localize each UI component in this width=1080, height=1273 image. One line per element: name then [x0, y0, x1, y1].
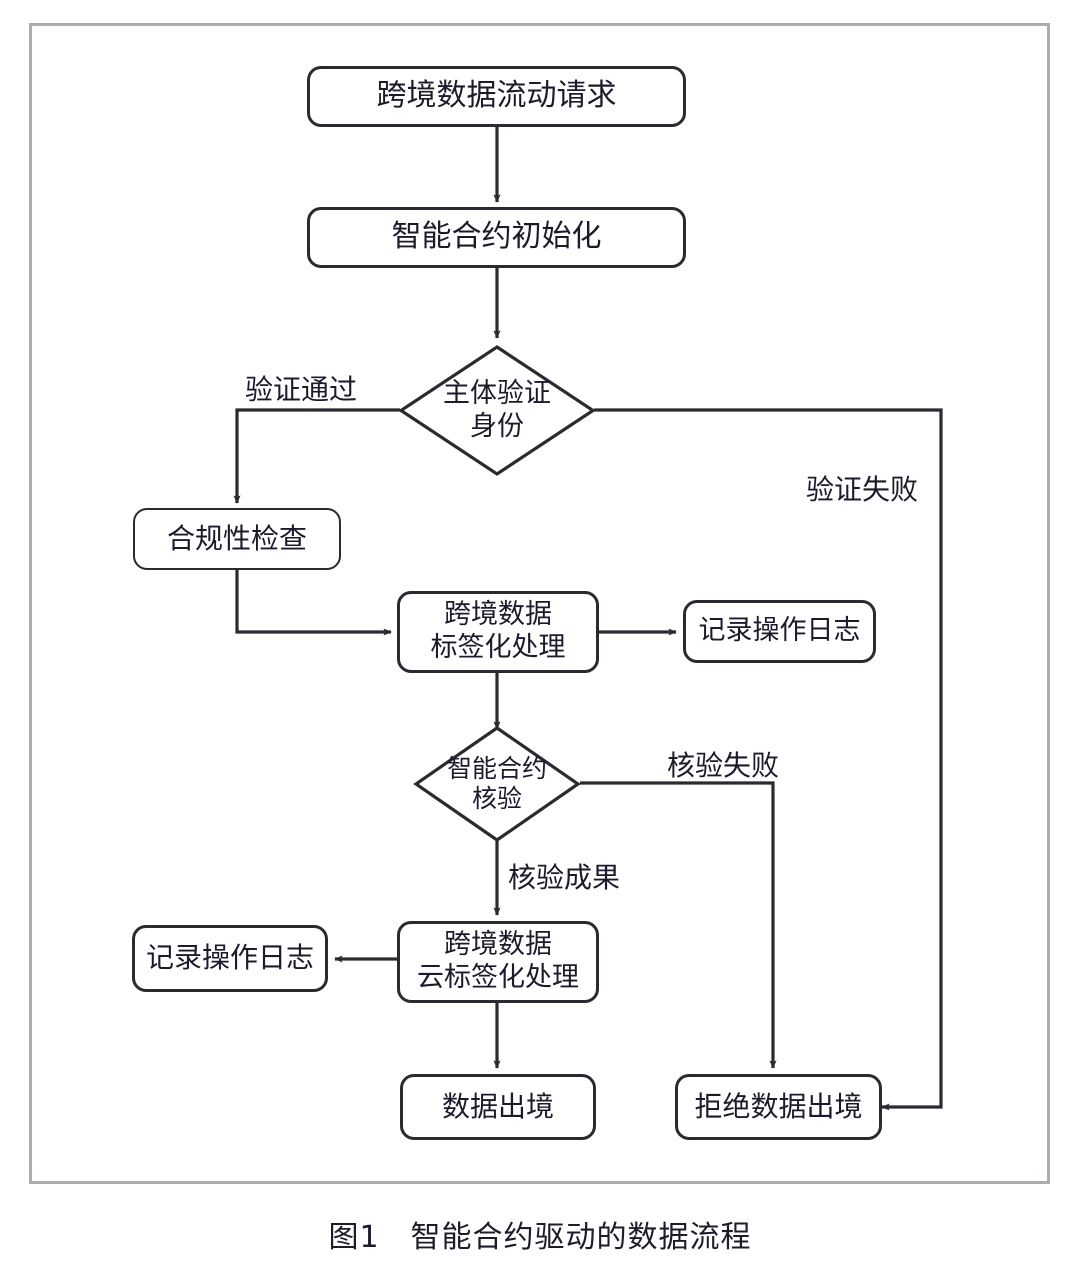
- figure-caption: 图1 智能合约驱动的数据流程: [328, 1220, 752, 1255]
- node-export[interactable]: 数据出境: [400, 1074, 596, 1140]
- node-identity-decision[interactable]: 主体验证 身份: [398, 345, 596, 476]
- flowchart-edges: [233, 127, 943, 1111]
- node-identity-label: 主体验证 身份: [443, 378, 551, 442]
- edge-identity-fail: [594, 408, 943, 1111]
- node-cloud-tagging[interactable]: 跨境数据 云标签化处理: [397, 921, 599, 1003]
- node-compliance-label: 合规性检查: [166, 521, 307, 555]
- edge-label-identity-fail: 验证失败: [806, 473, 919, 506]
- node-log-upper[interactable]: 记录操作日志: [683, 600, 876, 663]
- node-tagging-label: 跨境数据 标签化处理: [430, 599, 566, 663]
- node-cloud-tagging-label: 跨境数据 云标签化处理: [417, 929, 579, 993]
- node-init-label: 智能合约初始化: [391, 219, 602, 255]
- node-compliance[interactable]: 合规性检查: [133, 508, 341, 570]
- edge-identity-pass: [233, 408, 400, 504]
- edge-label-verify-success: 核验成果: [508, 861, 621, 894]
- flowchart: 跨境数据流动请求 智能合约初始化 主体验证 身份 合规性检查 跨境数据 标签化处…: [132, 66, 943, 1140]
- node-log-lower[interactable]: 记录操作日志: [132, 925, 328, 992]
- edge-verify-fail: [580, 781, 777, 1069]
- node-tagging[interactable]: 跨境数据 标签化处理: [397, 591, 599, 673]
- node-verify-label: 智能合约 核验: [446, 754, 547, 813]
- node-init[interactable]: 智能合约初始化: [307, 207, 686, 268]
- node-verify-decision[interactable]: 智能合约 核验: [413, 726, 581, 842]
- edge-label-verify-fail: 核验失败: [667, 749, 780, 782]
- node-log-upper-label: 记录操作日志: [698, 615, 861, 647]
- node-request-label: 跨境数据流动请求: [376, 78, 617, 114]
- node-reject-label: 拒绝数据出境: [694, 1089, 863, 1123]
- node-log-lower-label: 记录操作日志: [145, 941, 314, 975]
- edge-compliance-to-tagging: [235, 570, 392, 636]
- node-reject[interactable]: 拒绝数据出境: [675, 1074, 882, 1140]
- node-export-label: 数据出境: [441, 1089, 554, 1123]
- node-request[interactable]: 跨境数据流动请求: [307, 66, 686, 127]
- edge-label-identity-pass: 验证通过: [245, 373, 358, 406]
